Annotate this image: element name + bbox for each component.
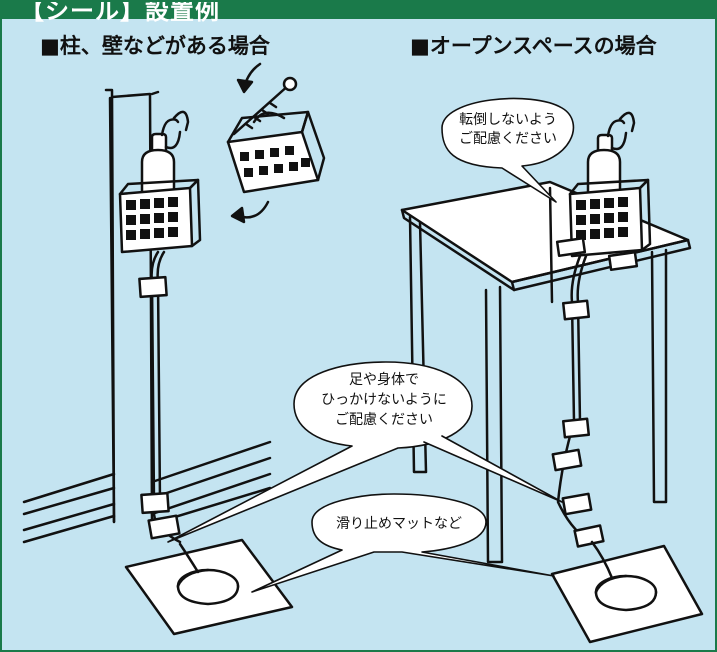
callout-trip-line1: 足や身体で bbox=[349, 372, 419, 388]
left-heading: ■柱、壁などがある場合 bbox=[40, 34, 270, 58]
tape bbox=[138, 275, 181, 540]
callout-trip bbox=[167, 361, 563, 543]
callout-trip-line2: ひっかけないように bbox=[321, 392, 447, 408]
header-title: 【シール】設置例 bbox=[20, 0, 220, 25]
header-bar: 【シール】設置例 bbox=[2, 2, 715, 25]
rotate-arrow-icon bbox=[230, 200, 270, 224]
callout-mat-text: 滑り止めマットなど bbox=[336, 515, 462, 532]
baseboard bbox=[22, 440, 272, 544]
callout-trip-line3: ご配慮ください bbox=[335, 412, 433, 428]
tape bbox=[551, 299, 605, 548]
floor-mat bbox=[124, 538, 294, 636]
arrow-down-icon bbox=[236, 62, 262, 94]
callout-tip-over-line1: 転倒しないよう bbox=[459, 112, 557, 128]
pillar bbox=[104, 88, 160, 524]
callout-mat bbox=[251, 493, 555, 593]
floor-mat bbox=[550, 540, 704, 644]
callout-tip-over bbox=[441, 97, 575, 203]
callout-tip-over-line2: ご配慮ください bbox=[459, 131, 557, 147]
right-heading: ■オープンスペースの場合 bbox=[410, 34, 657, 58]
tape bbox=[555, 237, 639, 271]
